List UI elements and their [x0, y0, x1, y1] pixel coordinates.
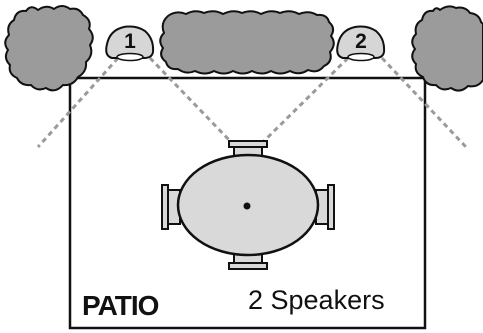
patio-outline	[68, 76, 427, 330]
chair-icon	[161, 184, 181, 230]
speaker-1-base	[116, 52, 144, 62]
table-center-dot	[243, 202, 251, 210]
speaker-2-dispersion-right	[380, 56, 468, 149]
shrub-icon	[4, 5, 94, 92]
speaker-icon	[105, 25, 155, 59]
patio-label: PATIO	[82, 290, 159, 321]
speaker-2: 2	[336, 25, 386, 62]
speaker-1-dispersion-right	[148, 56, 234, 145]
speakers-caption: 2 Speakers	[248, 285, 385, 315]
speaker-2-number: 2	[355, 30, 367, 53]
chairs	[161, 140, 335, 270]
speaker-icon	[336, 25, 386, 59]
speaker-1-dispersion-left	[36, 56, 120, 149]
speaker-2-base	[347, 52, 375, 62]
hedge-icon	[159, 10, 335, 75]
speaker-1-number: 1	[124, 30, 136, 53]
speaker-1: 1	[105, 25, 155, 62]
dispersion-lines	[36, 56, 468, 149]
speaker-2-dispersion-left	[260, 56, 350, 145]
shrub-icon	[411, 5, 483, 92]
